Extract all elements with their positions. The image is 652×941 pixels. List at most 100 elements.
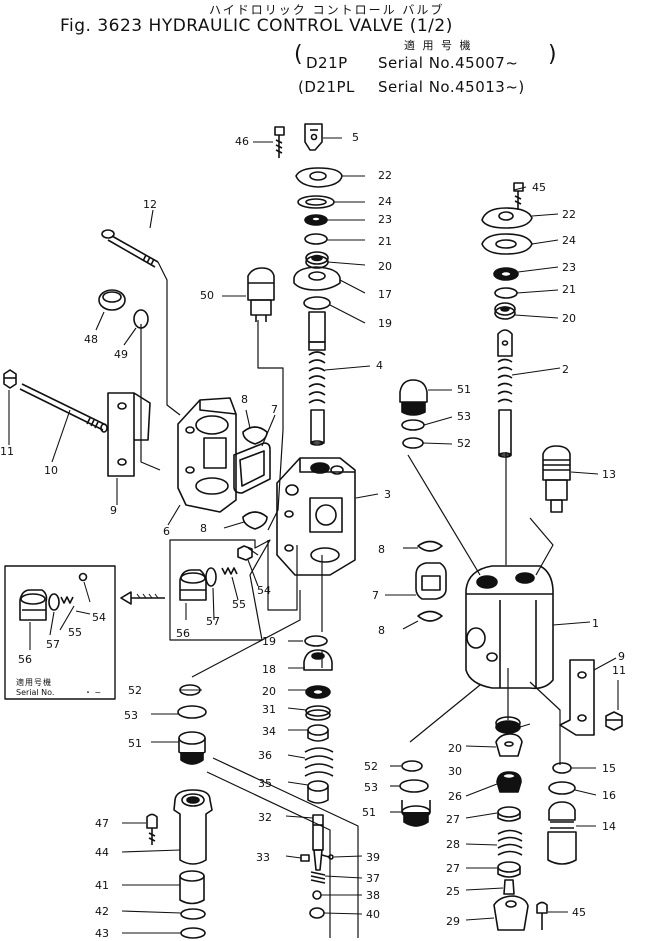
plug-51-left — [178, 731, 206, 765]
part-label-p21b: 21 — [562, 283, 576, 296]
oring-15 — [552, 762, 572, 774]
applicable-models-jp: 適 用 号 機 — [404, 39, 473, 52]
clevis-5 — [304, 123, 323, 151]
part-label-p23b: 23 — [562, 261, 576, 274]
oring-52-right — [402, 437, 424, 449]
part-label-p52c: 52 — [364, 760, 378, 773]
part-label-p20c: 20 — [262, 685, 276, 698]
part-label-p20a: 20 — [378, 260, 392, 273]
stem-25 — [503, 879, 515, 895]
plug-51-lower — [401, 800, 431, 827]
part-label-p9b: 9 — [618, 650, 625, 663]
part-label-p50: 50 — [200, 289, 214, 302]
inset-applicable-jp: 適用号機 — [16, 678, 52, 687]
bracket-close: ) — [548, 42, 558, 67]
valve-section-3 — [276, 457, 356, 576]
oring-43 — [180, 927, 206, 939]
part-label-p5: 5 — [352, 131, 359, 144]
part-label-p4: 4 — [376, 359, 383, 372]
part-label-p11b: 11 — [612, 664, 626, 677]
oring-19-top — [303, 296, 331, 310]
part-label-p22a: 22 — [378, 169, 392, 182]
serial-2-model: (D21PL — [298, 78, 355, 96]
pin-39 — [321, 854, 334, 860]
part-label-p15: 15 — [602, 762, 616, 775]
ball-38 — [312, 890, 322, 900]
part-label-p46: 46 — [235, 135, 249, 148]
seal-23-right — [493, 267, 519, 281]
part-label-p16: 16 — [602, 789, 616, 802]
part-label-p30: 30 — [448, 765, 462, 778]
ring-31 — [305, 705, 331, 721]
oring-57 — [205, 567, 217, 587]
seat-34 — [307, 724, 329, 742]
part-label-p6: 6 — [163, 525, 170, 538]
part-label-p39: 39 — [366, 851, 380, 864]
part-label-p2: 2 — [562, 363, 569, 376]
stem-32 — [312, 814, 324, 871]
part-label-p52b: 52 — [128, 684, 142, 697]
part-label-p51a: 51 — [457, 383, 471, 396]
gasket-7-a — [233, 442, 271, 494]
part-label-p25: 25 — [446, 885, 460, 898]
oring-49 — [133, 309, 149, 329]
part-label-p41: 41 — [95, 879, 109, 892]
part-label-p53b: 53 — [124, 709, 138, 722]
part-label-p19b: 19 — [262, 635, 276, 648]
part-label-p54a: 54 — [257, 584, 271, 597]
cap-18 — [303, 649, 333, 671]
plug-51-right — [399, 379, 428, 416]
part-label-p34: 34 — [262, 725, 276, 738]
spring-37 — [310, 871, 326, 884]
inset-ball-54 — [78, 572, 88, 582]
part-label-p8d: 8 — [378, 624, 385, 637]
bolt-47 — [146, 813, 158, 845]
inset-oring-57 — [48, 593, 60, 611]
oring-42 — [180, 908, 206, 920]
part-label-p45a: 45 — [532, 181, 546, 194]
part-label-p8c: 8 — [378, 543, 385, 556]
part-label-p17: 17 — [378, 288, 392, 301]
ring-27-b — [497, 861, 521, 878]
part-label-p52a: 52 — [457, 437, 471, 450]
part-label-p7a: 7 — [271, 403, 278, 416]
oring-53-right — [401, 419, 425, 431]
oring-53-left — [177, 705, 207, 719]
relief-valve-13 — [542, 445, 571, 513]
cap-40 — [309, 907, 325, 919]
part-label-p45b: 45 — [572, 906, 586, 919]
part-label-p47: 47 — [95, 817, 109, 830]
plug-48 — [98, 289, 126, 311]
cap-30 — [495, 733, 523, 757]
part-label-p54b: 54 — [92, 611, 106, 624]
part-label-p8a: 8 — [241, 393, 248, 406]
retainer-17 — [293, 266, 341, 291]
part-label-p24b: 24 — [562, 234, 576, 247]
part-label-p27b: 27 — [446, 862, 460, 875]
gasket-24-left — [297, 195, 335, 209]
gasket-7-b — [415, 562, 447, 600]
part-label-p43: 43 — [95, 927, 109, 940]
part-label-p48: 48 — [84, 333, 98, 346]
flange-22-right — [481, 207, 533, 229]
part-label-p44: 44 — [95, 846, 109, 859]
gasket-24-right — [481, 233, 533, 255]
part-label-p29: 29 — [446, 915, 460, 928]
serial-1-text: Serial No.45007~ — [378, 54, 519, 72]
oring-19-bottom — [304, 635, 328, 647]
oring-52-lower — [401, 760, 423, 772]
nut-11-right — [605, 711, 623, 731]
inset-plug-56 — [19, 589, 48, 621]
ring-21-left — [304, 233, 328, 245]
part-label-p20b: 20 — [562, 312, 576, 325]
ball-54 — [237, 545, 253, 561]
detail-box-54-57 — [169, 539, 271, 641]
nut-11-left — [3, 369, 17, 389]
part-number-labels: 1234567788889910111112131415161718191920… — [0, 131, 626, 940]
part-label-p14: 14 — [602, 820, 616, 833]
bolt-12 — [101, 229, 159, 268]
part-label-p27a: 27 — [446, 813, 460, 826]
part-label-p13: 13 — [602, 468, 616, 481]
bush-20-right — [494, 302, 516, 320]
part-label-p12: 12 — [143, 198, 157, 211]
